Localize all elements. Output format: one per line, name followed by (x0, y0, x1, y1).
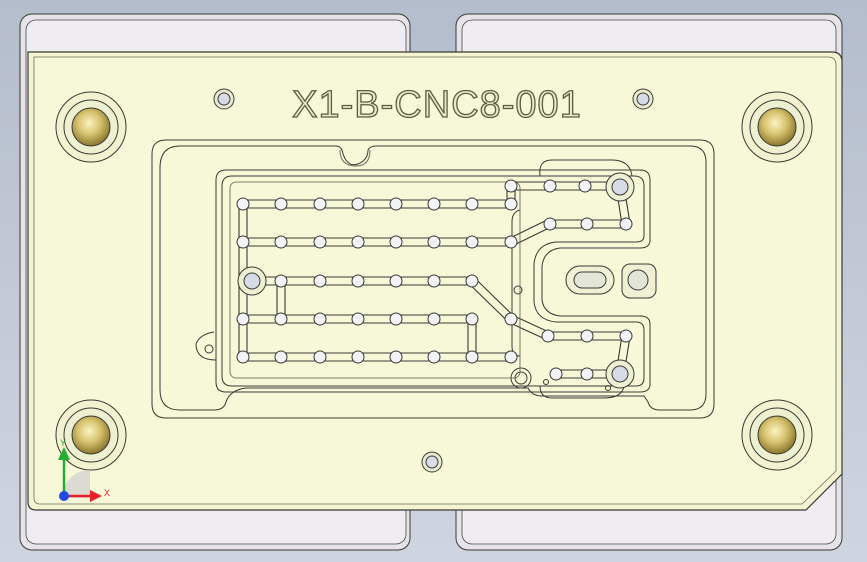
ejector-pin[interactable] (543, 179, 557, 193)
ejector-pin[interactable] (619, 329, 633, 343)
ejector-pin[interactable] (274, 350, 288, 364)
ejector-pin[interactable] (541, 329, 555, 343)
ejector-pin[interactable] (504, 235, 518, 249)
guide-bushing-bottom-right (741, 399, 813, 471)
ejector-pin[interactable] (351, 274, 365, 288)
reference-hole-left (213, 88, 235, 110)
guide-bushing-top-right (741, 91, 813, 163)
ejector-pin[interactable] (427, 312, 441, 326)
triad-x-arrow (90, 490, 102, 502)
reference-hole-bottom (421, 451, 443, 473)
ejector-pin[interactable] (549, 367, 563, 381)
ejector-pin[interactable] (578, 179, 592, 193)
ejector-pin[interactable] (313, 197, 327, 211)
guide-bushing-bottom-left (55, 399, 127, 471)
ejector-pin[interactable] (389, 312, 403, 326)
ejector-pin[interactable] (465, 350, 479, 364)
ejector-pin[interactable] (504, 179, 518, 193)
ejector-pin[interactable] (236, 197, 250, 211)
ejector-pin[interactable] (427, 274, 441, 288)
corner-boss-bottom (605, 359, 635, 389)
ejector-pin[interactable] (389, 350, 403, 364)
ejector-pin[interactable] (236, 312, 250, 326)
ejector-pin[interactable] (580, 367, 594, 381)
ejector-pin[interactable] (465, 312, 479, 326)
channel-branch (509, 219, 547, 239)
ejector-pin[interactable] (274, 274, 288, 288)
ejector-pin[interactable] (427, 197, 441, 211)
ejector-pin[interactable] (504, 350, 518, 364)
ejector-pin[interactable] (351, 197, 365, 211)
part-number-text: X1-B-CNC8-001 (292, 84, 582, 126)
ejector-pin[interactable] (427, 350, 441, 364)
ejector-pin[interactable] (619, 217, 633, 231)
reference-hole-right (632, 88, 654, 110)
ejector-pin[interactable] (465, 235, 479, 249)
ejector-pin[interactable] (236, 350, 250, 364)
corner-boss-left (237, 266, 267, 296)
triad-y-arrow (58, 447, 70, 460)
ejector-pin[interactable] (313, 312, 327, 326)
locating-pocket (621, 263, 657, 299)
channel-diagonal (468, 283, 509, 323)
triad-x-label: X (104, 488, 110, 498)
channel-diagonal (474, 277, 515, 317)
ejector-pin[interactable] (313, 235, 327, 249)
ejector-pin[interactable] (504, 312, 518, 326)
coordinate-triad[interactable]: X Y (58, 438, 110, 502)
channel-frame (229, 181, 521, 379)
ejector-pin[interactable] (351, 350, 365, 364)
channel-lower-branch (509, 322, 547, 341)
ejector-pin[interactable] (274, 197, 288, 211)
ejector-pin[interactable] (274, 235, 288, 249)
ejector-pin[interactable] (389, 274, 403, 288)
ejector-pin[interactable] (580, 329, 594, 343)
ejector-pin[interactable] (389, 235, 403, 249)
guide-bushing-top-left (55, 91, 127, 163)
ejector-pin[interactable] (580, 217, 594, 231)
ejector-pin[interactable] (351, 235, 365, 249)
channel-branch (512, 227, 550, 247)
ejector-pin[interactable] (465, 274, 479, 288)
ejector-pin[interactable] (313, 350, 327, 364)
cavity-pocket[interactable] (151, 139, 715, 419)
channel-lower-branch (512, 314, 550, 333)
ejector-slot (565, 265, 615, 295)
ejector-pin[interactable] (274, 312, 288, 326)
ejector-pin[interactable] (389, 197, 403, 211)
ejector-pin[interactable] (351, 312, 365, 326)
ejector-pin[interactable] (543, 217, 557, 231)
triad-y-label: Y (60, 438, 66, 448)
triad-z-axis (59, 491, 69, 501)
ejector-pin[interactable] (465, 197, 479, 211)
ejector-pin[interactable] (313, 274, 327, 288)
corner-boss-top (605, 172, 635, 202)
ejector-pin-grid[interactable] (236, 179, 633, 381)
ejector-pin[interactable] (504, 197, 518, 211)
triad-plane (62, 470, 90, 498)
ejector-pin[interactable] (236, 235, 250, 249)
ejector-pin[interactable] (427, 235, 441, 249)
